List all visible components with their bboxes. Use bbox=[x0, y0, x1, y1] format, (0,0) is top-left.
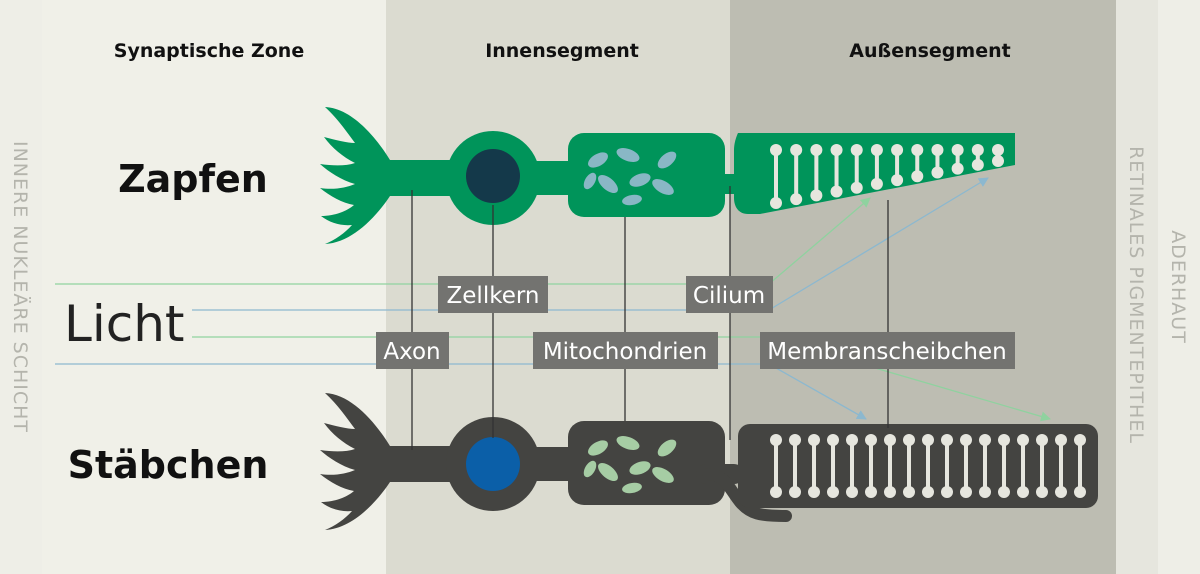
cone-title: Zapfen bbox=[118, 157, 268, 201]
axon-callout: Axon bbox=[376, 332, 449, 369]
membrane-disc bbox=[789, 434, 801, 498]
discs-callout: Membranscheibchen bbox=[760, 332, 1015, 369]
cone-disc-group bbox=[770, 144, 1004, 209]
synaptic-zone-heading: Synaptische Zone bbox=[114, 40, 304, 62]
inner-segment-heading: Innensegment bbox=[485, 40, 639, 62]
membrane-disc bbox=[808, 434, 820, 498]
cilium-callout-label: Cilium bbox=[693, 283, 765, 309]
membrane-disc bbox=[865, 434, 877, 498]
membrane-disc bbox=[979, 434, 991, 498]
membrane-disc bbox=[903, 434, 915, 498]
pigment-epithelium-label: RETINALES PIGMENTEPITHEL bbox=[1125, 146, 1147, 444]
discs-callout-box bbox=[760, 332, 1015, 369]
leader-lines bbox=[411, 186, 889, 450]
rod-cell bbox=[320, 393, 1098, 530]
membrane-disc bbox=[827, 434, 839, 498]
pigment-epithelium-band bbox=[1116, 0, 1158, 574]
choroid-label: ADERHAUT bbox=[1167, 230, 1189, 344]
cone-cell bbox=[320, 107, 1015, 244]
membrane-disc bbox=[891, 144, 904, 187]
rod-outer-segment bbox=[738, 424, 1098, 508]
axon-callout-box bbox=[376, 332, 449, 369]
light-label: Licht bbox=[64, 295, 185, 353]
membrane-disc bbox=[870, 144, 883, 190]
membrane-disc bbox=[941, 434, 953, 498]
membrane-disc bbox=[1074, 434, 1086, 498]
membrane-disc bbox=[770, 434, 782, 498]
rod-title: Stäbchen bbox=[68, 443, 269, 487]
inner-nuclear-layer-label: INNERE NUKLEÄRE SCHICHT bbox=[9, 141, 32, 433]
membrane-disc bbox=[960, 434, 972, 498]
membrane-disc bbox=[1036, 434, 1048, 498]
membrane-disc bbox=[884, 434, 896, 498]
membrane-disc bbox=[1055, 434, 1067, 498]
axon-callout-label: Axon bbox=[383, 339, 440, 365]
membrane-disc bbox=[922, 434, 934, 498]
cilium-callout: Cilium bbox=[686, 276, 773, 313]
membrane-disc bbox=[911, 144, 924, 183]
membrane-disc bbox=[992, 144, 1004, 167]
membrane-disc bbox=[846, 434, 858, 498]
mitochondria-callout: Mitochondrien bbox=[533, 332, 718, 369]
callouts: Zellkern Cilium Axon Mitochondrien Membr… bbox=[376, 276, 1015, 369]
cone-neck bbox=[525, 161, 575, 195]
cilium-callout-box bbox=[686, 276, 773, 313]
rod-nucleus bbox=[466, 437, 520, 491]
cone-nucleus bbox=[466, 149, 520, 203]
nucleus-callout: Zellkern bbox=[438, 276, 548, 313]
outer-segment-heading: Außensegment bbox=[849, 40, 1010, 62]
nucleus-callout-box bbox=[438, 276, 548, 313]
nucleus-callout-label: Zellkern bbox=[447, 283, 540, 309]
membrane-disc bbox=[790, 144, 803, 206]
membrane-disc bbox=[931, 144, 944, 179]
synaptic-zone-band bbox=[42, 0, 386, 574]
membrane-disc bbox=[998, 434, 1010, 498]
membrane-disc bbox=[830, 144, 843, 198]
membrane-disc bbox=[850, 144, 863, 194]
cone-synaptic-terminal bbox=[320, 107, 390, 244]
membrane-disc bbox=[1017, 434, 1029, 498]
rod-synaptic-terminal bbox=[320, 393, 390, 530]
membrane-disc bbox=[971, 144, 984, 171]
membrane-disc bbox=[810, 144, 823, 202]
mitochondria-callout-label: Mitochondrien bbox=[543, 339, 707, 365]
cone-outer-segment bbox=[734, 133, 1015, 214]
cone-mitochondria bbox=[583, 148, 677, 206]
rod-mitochondria bbox=[583, 436, 677, 494]
membrane-disc bbox=[951, 144, 964, 175]
membrane-disc bbox=[770, 144, 782, 209]
rod-neck bbox=[525, 447, 575, 481]
mitochondria-callout-box bbox=[533, 332, 718, 369]
rod-disc-group bbox=[770, 434, 1086, 498]
discs-callout-label: Membranscheibchen bbox=[767, 339, 1006, 365]
